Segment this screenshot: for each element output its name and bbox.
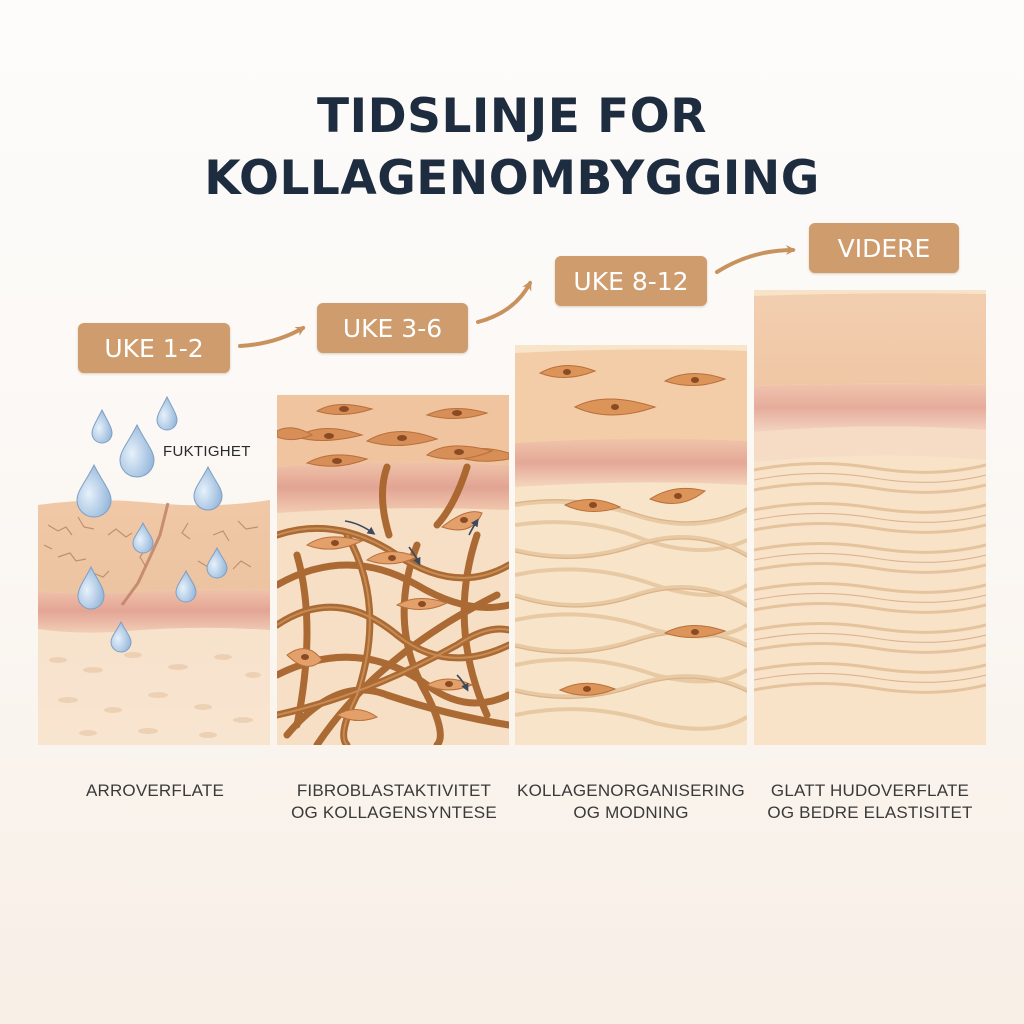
arrow-3-path (715, 245, 796, 274)
title-line-1: TIDSLINJE FOR (317, 89, 707, 144)
page-title: TIDSLINJE FOR KOLLAGENOMBYGGING (0, 86, 1024, 210)
stage-2-badge: UKE 3-6 (317, 303, 468, 353)
fibroblast-panel (277, 395, 509, 745)
stage-3-caption-line-1: KOLLAGENORGANISERING (517, 781, 745, 800)
stage-3-badge: UKE 8-12 (555, 256, 707, 306)
arrow-1-path (238, 326, 306, 348)
stage-4-caption: GLATT HUDOVERFLATE OG BEDRE ELASTISITET (748, 780, 992, 824)
stage-3-caption: KOLLAGENORGANISERING OG MODNING (509, 780, 753, 824)
stage-1-badge: UKE 1-2 (78, 323, 230, 373)
stage-2-caption: FIBROBLASTAKTIVITET OG KOLLAGENSYNTESE (272, 780, 516, 824)
moisture-label: FUKTIGHET (163, 443, 251, 460)
smooth-skin-panel (754, 290, 986, 745)
collagen-organisation-panel (515, 345, 747, 745)
arrow-2-path (476, 280, 532, 324)
stage-4-badge: VIDERE (809, 223, 959, 273)
droplet-icons (76, 395, 228, 653)
stage-4-caption-line-1: GLATT HUDOVERFLATE (770, 781, 970, 800)
stage-2-caption-line-1: FIBROBLASTAKTIVITET (296, 781, 492, 800)
stage-3-caption-line-2: OG MODNING (573, 803, 689, 822)
stage-4-caption-line-2: OG BEDRE ELASTISITET (767, 803, 973, 822)
moisture-droplets (76, 395, 228, 653)
stage-2-caption-line-2: OG KOLLAGENSYNTESE (291, 803, 497, 822)
stage-1-caption-line-1: ARROVERFLATE (85, 781, 225, 800)
title-line-2: KOLLAGENOMBYGGING (204, 151, 820, 206)
stage-1-caption: ARROVERFLATE (40, 780, 270, 802)
